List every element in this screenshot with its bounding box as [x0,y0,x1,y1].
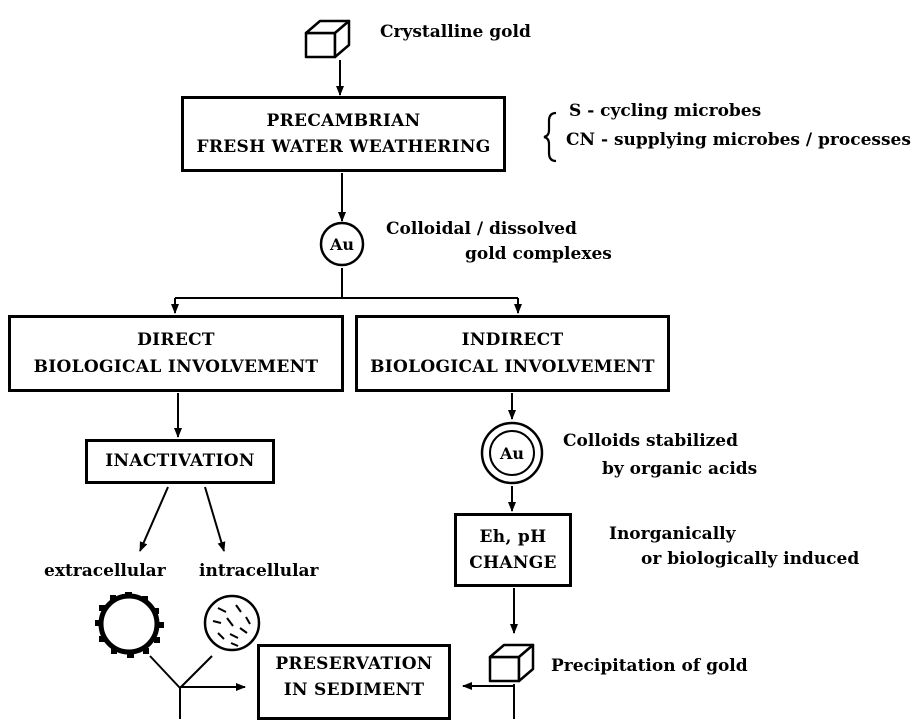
s-cycling-label: S - cycling microbes [569,101,762,121]
au-circle-icon: Au [319,221,365,267]
indirect-box-line-2: BIOLOGICAL INVOLVEMENT [370,356,655,377]
line-join-right [179,655,213,689]
crystalline-gold-label: Crystalline gold [380,22,531,42]
stabilized-label-line-2: by organic acids [602,459,758,479]
cn-supplying-label: CN - supplying microbes / processes [566,130,911,150]
extracellular-label: extracellular [44,561,166,581]
curly-brace-icon [543,111,557,163]
intracellular-label: intracellular [199,561,319,581]
preservation-box-line-1: PRESERVATION [275,654,433,674]
inactivation-box-label: INACTIVATION [105,451,255,472]
precambrian-box-line-1: PRECAMBRIAN [266,110,421,131]
stabilized-label-line-1: Colloids stabilized [563,431,739,451]
extracellular-cell-icon [95,592,164,658]
arrow-inactivation-to-intracellular [204,486,226,552]
induced-label-line-2: or biologically induced [641,549,860,569]
direct-involvement-box: DIRECT BIOLOGICAL INVOLVEMENT [8,315,344,392]
precipitated-gold-cube-icon [488,643,535,683]
inactivation-box: INACTIVATION [85,439,275,484]
preservation-box-line-2: IN SEDIMENT [283,680,425,701]
arrow-inactivation-to-extracellular [139,486,169,552]
line-join-left [149,655,181,689]
direct-box-line-1: DIRECT [137,330,215,351]
au-symbol: Au [329,235,354,254]
colloidal-label-line-2: gold complexes [465,244,612,264]
indirect-box-line-1: INDIRECT [461,330,564,351]
eh-ph-box-line-2: CHANGE [469,553,557,573]
indirect-involvement-box: INDIRECT BIOLOGICAL INVOLVEMENT [355,315,670,392]
precambrian-box-line-2: FRESH WATER WEATHERING [196,137,491,157]
preservation-box: PRESERVATION IN SEDIMENT [257,644,451,720]
induced-label-line-1: Inorganically [609,524,736,544]
eh-ph-change-box: Eh, pH CHANGE [454,513,572,587]
intracellular-cell-icon [203,594,261,652]
colloidal-label-line-1: Colloidal / dissolved [386,219,577,239]
au-double-circle-icon: Au [480,421,544,485]
crystalline-gold-cube-icon [304,19,351,59]
direct-box-line-2: BIOLOGICAL INVOLVEMENT [33,356,319,377]
precambrian-box: PRECAMBRIAN FRESH WATER WEATHERING [181,96,506,172]
eh-ph-box-line-1: Eh, pH [479,526,547,547]
precipitation-label: Precipitation of gold [551,656,748,676]
au-symbol-stabilized: Au [499,444,524,463]
